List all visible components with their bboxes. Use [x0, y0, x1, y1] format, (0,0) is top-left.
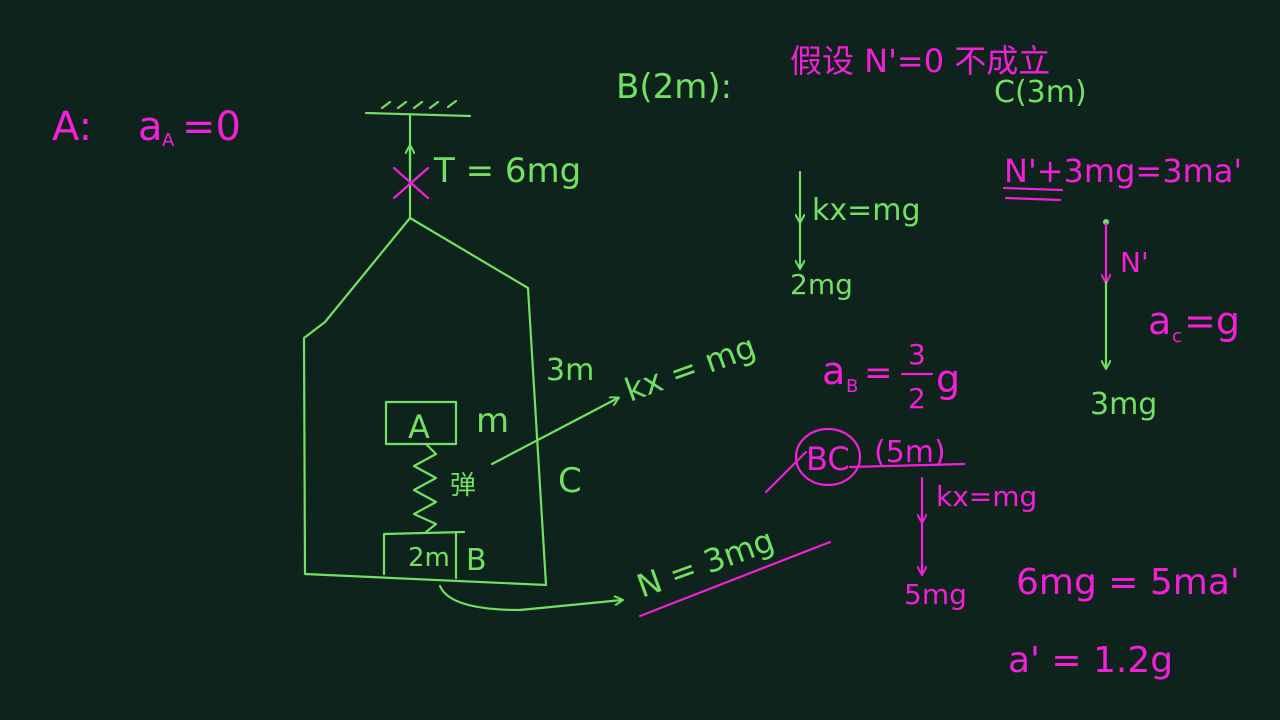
bc-label: BC: [806, 440, 850, 478]
bc-system-analysis: BC (5m) kx=mg 5mg 6mg = 5ma' a' = 1.2g: [764, 427, 1240, 681]
tension-label: T = 6mg: [433, 151, 581, 191]
spring-force-label: kx = mg: [620, 327, 761, 409]
accel-c-symbol: a: [1148, 299, 1171, 343]
bc-divider: [764, 450, 808, 494]
box-c-label: C: [558, 461, 582, 501]
bc-underline: [848, 462, 966, 469]
bc-spring-force: kx=mg: [936, 480, 1037, 513]
assumption-text: 假设 N'=0 不成立: [790, 42, 1050, 80]
block-c-header: C(3m): [994, 75, 1087, 110]
block-a-mass: m: [476, 401, 509, 441]
block-a: [384, 400, 458, 446]
block-c-weight: 3mg: [1090, 387, 1157, 422]
normal-force-pointer: [438, 584, 622, 612]
box-mass-label: 3m: [546, 353, 594, 388]
block-a-acceleration: A: a A =0: [52, 104, 241, 151]
block-b-mass: 2m: [408, 543, 450, 573]
block-c-analysis: 假设 N'=0 不成立 C(3m) N'+3mg=3ma' N' 3mg a c…: [790, 42, 1242, 422]
accel-a-value: =0: [182, 104, 241, 150]
ceiling-line: [364, 111, 472, 118]
block-b-weight: 2mg: [790, 268, 853, 301]
bc-equation: 6mg = 5ma': [1016, 562, 1240, 603]
box-outline: [302, 216, 548, 587]
accel-b-subscript: B: [846, 376, 858, 397]
normal-force-label: N = 3mg: [632, 521, 779, 606]
label-a: A:: [52, 104, 92, 150]
accel-b-symbol: a: [822, 349, 845, 393]
spring: [412, 442, 438, 534]
bc-result: a' = 1.2g: [1008, 640, 1173, 681]
block-b-header: B(2m):: [616, 67, 732, 107]
block-a-label: A: [408, 408, 430, 446]
accel-b-numerator: 3: [908, 338, 926, 371]
block-b-analysis: B(2m): kx=mg 2mg a B = 3 2 g: [616, 67, 960, 415]
block-b-spring-force: kx=mg: [812, 193, 921, 228]
accel-b-denominator: 2: [908, 382, 926, 415]
accel-c-value: =g: [1184, 299, 1240, 343]
block-b-label: B: [466, 543, 487, 578]
block-c-equation: N'+3mg=3ma': [1004, 152, 1242, 190]
accel-a-symbol: a: [138, 104, 163, 150]
ceiling-hatching: [380, 99, 458, 110]
bc-circle: [794, 427, 862, 487]
accel-c-subscript: c: [1172, 326, 1182, 347]
block-c-point: [1103, 219, 1109, 225]
block-c-equation-underline: [1002, 186, 1064, 202]
cut-mark-icon: [392, 166, 430, 200]
box-diagram: T = 6mg 3m C A m 弹 2m B kx = mg N = 3mg: [302, 99, 832, 618]
spring-label: 弹: [450, 471, 476, 501]
accel-a-subscript: A: [162, 130, 175, 151]
normal-force-strike: [638, 540, 832, 618]
spring-force-pointer: [490, 398, 618, 466]
accel-b-g: g: [936, 357, 960, 401]
block-b: [382, 530, 466, 580]
bc-weight: 5mg: [904, 578, 967, 611]
block-c-normal: N': [1120, 246, 1149, 279]
accel-b-equals: =: [864, 353, 893, 393]
